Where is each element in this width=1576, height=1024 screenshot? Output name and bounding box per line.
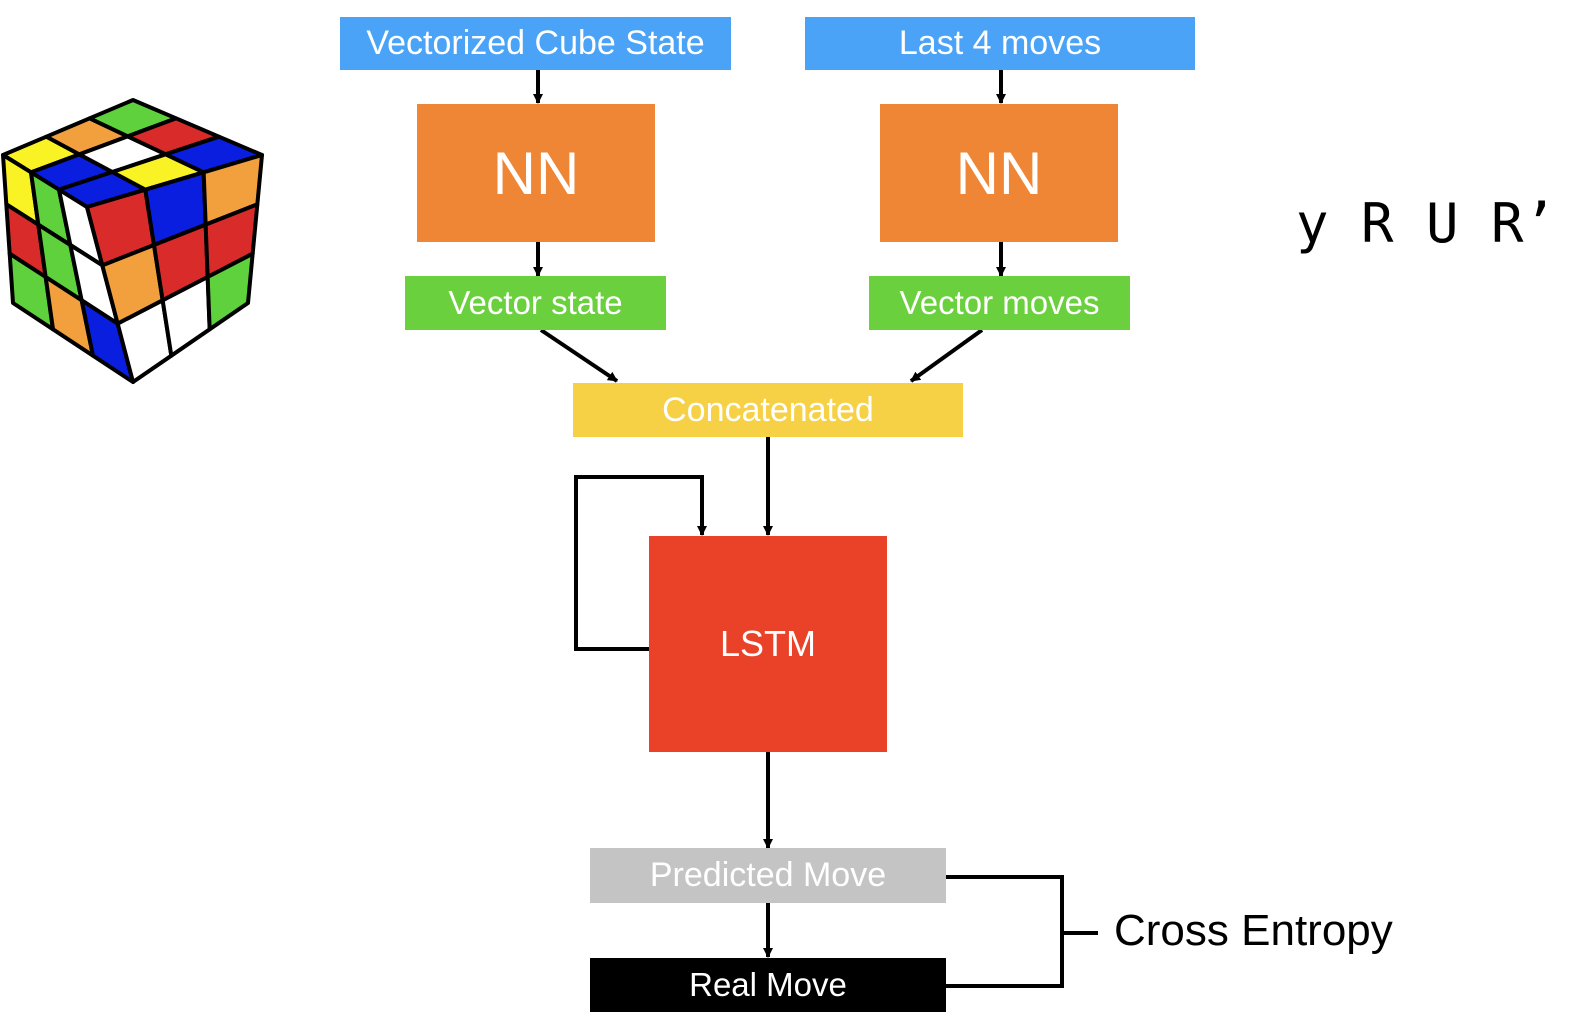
last-moves-label: Last 4 moves bbox=[898, 24, 1102, 62]
cube-right-sticker bbox=[205, 251, 255, 332]
vector-state-label: Vector state bbox=[448, 284, 623, 321]
cube-state-input: Vectorized Cube State bbox=[340, 17, 731, 70]
lstm-recurrent-loop bbox=[574, 475, 707, 651]
move-token: R’ bbox=[1491, 192, 1557, 255]
real-move-box: Real Move bbox=[590, 958, 946, 1012]
lstm-label: LSTM bbox=[719, 623, 816, 664]
vector-moves-box: Vector moves bbox=[869, 276, 1130, 330]
last-moves-input: Last 4 moves bbox=[805, 17, 1195, 70]
rubiks-cube-icon bbox=[1, 98, 264, 384]
concatenated-label: Concatenated bbox=[662, 390, 874, 429]
move-token: R bbox=[1361, 192, 1394, 255]
vector-moves-label: Vector moves bbox=[899, 284, 1100, 321]
predicted-move-label: Predicted Move bbox=[649, 856, 887, 894]
lstm-block: LSTM bbox=[649, 536, 887, 752]
concatenated-box: Concatenated bbox=[573, 383, 963, 437]
move-token: y bbox=[1296, 192, 1329, 255]
move-sequence: y R U R’ bbox=[1296, 192, 1556, 255]
vector-state-box: Vector state bbox=[405, 276, 666, 330]
nn-block-right: NN bbox=[880, 104, 1118, 242]
cross-entropy-bracket bbox=[946, 875, 1064, 988]
nn-left-label: NN bbox=[492, 139, 580, 207]
predicted-move-box: Predicted Move bbox=[590, 848, 946, 903]
move-token: U bbox=[1426, 192, 1459, 255]
arrow-vector-moves-to-concat bbox=[909, 328, 984, 383]
cross-entropy-label: Cross Entropy bbox=[1114, 906, 1393, 955]
nn-block-left: NN bbox=[417, 104, 655, 242]
nn-right-label: NN bbox=[955, 139, 1043, 207]
arrow-vector-state-to-concat bbox=[539, 328, 619, 383]
real-move-label: Real Move bbox=[689, 966, 847, 1003]
cube-state-label: Vectorized Cube State bbox=[366, 24, 705, 62]
